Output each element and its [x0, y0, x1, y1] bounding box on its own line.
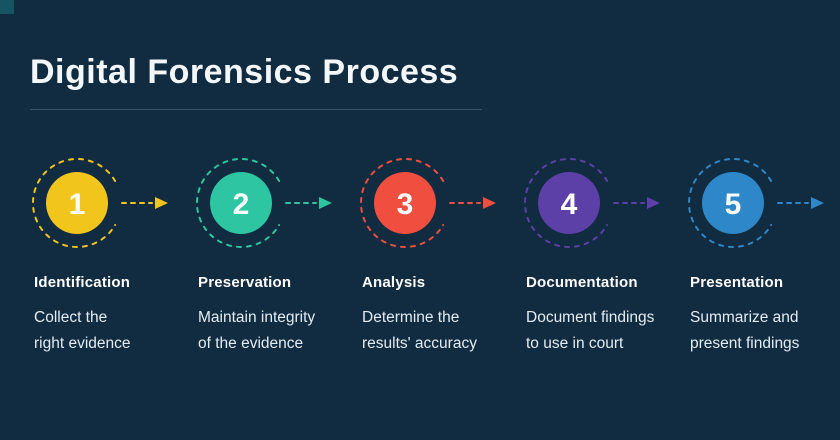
- step-2-desc-line2: of the evidence: [198, 334, 304, 352]
- step-4-title: Documentation: [526, 274, 638, 292]
- step-4-desc-line2: to use in court: [526, 334, 624, 352]
- step-4-number: 4: [561, 188, 578, 221]
- step-2-circle: [210, 172, 272, 235]
- step-1-graphic: 1: [31, 158, 168, 249]
- step-1-number: 1: [69, 188, 86, 221]
- step-3-circle: [374, 172, 436, 235]
- step-presentation: 5 Presentation Summarize and present fin…: [670, 148, 834, 356]
- step-documentation: 4 Documentation Document findings to use…: [506, 148, 670, 356]
- step-4-circle: [538, 172, 600, 235]
- step-1-arrow-head: [155, 197, 168, 210]
- step-2-title: Preservation: [198, 274, 292, 292]
- step-4-dashed-ring: [523, 158, 609, 249]
- step-2-number: 2: [233, 188, 250, 221]
- step-3-desc-line2: results' accuracy: [362, 334, 477, 352]
- step-3-dashed-ring: [359, 158, 445, 249]
- step-5-number: 5: [725, 188, 742, 221]
- step-3-number: 3: [397, 188, 414, 221]
- step-3-description: Determine the results' accuracy: [362, 305, 506, 356]
- step-2-description: Maintain integrity of the evidence: [198, 305, 342, 356]
- step-1-texts: Identification Collect the right evidenc…: [14, 274, 178, 356]
- step-5-arrow-head: [811, 197, 824, 210]
- step-2-dashed-ring: [195, 158, 281, 249]
- header: Digital Forensics Process: [0, 0, 840, 111]
- step-4-graphic: 4: [523, 158, 660, 249]
- step-3-title: Analysis: [362, 274, 426, 292]
- step-5-description: Summarize and present findings: [690, 305, 834, 356]
- step-2-arrow-head: [319, 197, 332, 210]
- process-steps-row: 1 Identification Collect the right evide…: [0, 148, 840, 356]
- step-2-texts: Preservation Maintain integrity of the e…: [178, 274, 342, 356]
- page-title: Digital Forensics Process: [30, 53, 459, 91]
- step-5-desc-line2: present findings: [690, 334, 800, 352]
- step-4-desc-line1: Document findings: [526, 309, 655, 327]
- step-4-texts: Documentation Document findings to use i…: [506, 274, 670, 356]
- step-5-circle: [702, 172, 764, 235]
- step-3-arrow-head: [483, 197, 496, 210]
- step-analysis: 3 Analysis Determine the results' accura…: [342, 148, 506, 356]
- step-4-arrow-head: [647, 197, 660, 210]
- step-3-graphic: 3: [359, 158, 496, 249]
- step-identification: 1 Identification Collect the right evide…: [14, 148, 178, 356]
- step-5-desc-line1: Summarize and: [690, 309, 799, 327]
- step-1-title: Identification: [34, 274, 131, 292]
- step-5-graphic: 5: [687, 158, 824, 249]
- title-divider: [30, 109, 482, 111]
- step-5-title: Presentation: [690, 274, 784, 292]
- step-1-description: Collect the right evidence: [34, 305, 178, 356]
- corner-accent-square: [0, 0, 14, 14]
- step-1-desc-line2: right evidence: [34, 334, 131, 352]
- step-1-dashed-ring: [31, 158, 117, 249]
- step-3-desc-line1: Determine the: [362, 309, 460, 327]
- step-2-desc-line1: Maintain integrity: [198, 309, 316, 327]
- step-2-graphic: 2: [195, 158, 332, 249]
- step-1-desc-line1: Collect the: [34, 309, 108, 327]
- step-4-description: Document findings to use in court: [526, 305, 670, 356]
- step-3-texts: Analysis Determine the results' accuracy: [342, 274, 506, 356]
- step-5-dashed-ring: [687, 158, 773, 249]
- step-1-circle: [46, 172, 108, 235]
- step-5-texts: Presentation Summarize and present findi…: [670, 274, 834, 356]
- step-preservation: 2 Preservation Maintain integrity of the…: [178, 148, 342, 356]
